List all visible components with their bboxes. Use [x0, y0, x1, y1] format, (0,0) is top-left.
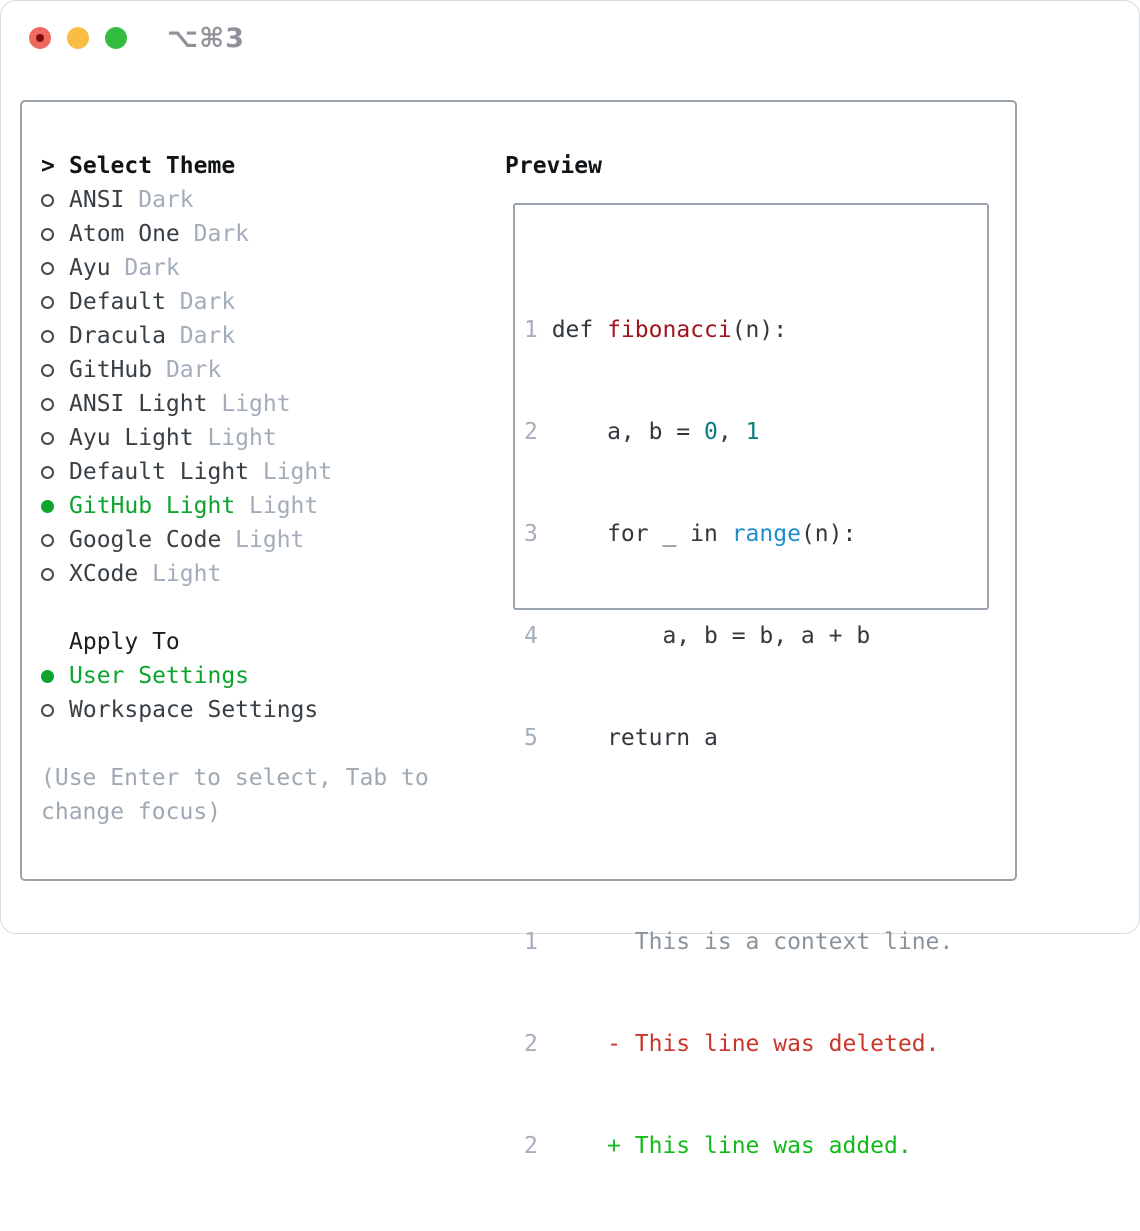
theme-picker-title: Select Theme	[69, 153, 236, 179]
theme-name: Ayu	[69, 255, 111, 281]
theme-name: ANSI Light	[69, 391, 208, 417]
theme-variant: Dark	[179, 323, 236, 349]
radio-icon	[41, 261, 69, 275]
radio-icon	[41, 227, 69, 241]
theme-name: ANSI	[69, 187, 125, 213]
theme-name: GitHub Light	[69, 493, 236, 519]
theme-variant: Light	[207, 425, 277, 451]
theme-name: Default	[69, 289, 166, 315]
apply-to-header: Apply To	[41, 625, 503, 659]
theme-option-github-dark[interactable]: GitHub Dark	[41, 353, 503, 387]
theme-name: XCode	[69, 561, 139, 587]
theme-variant: Dark	[179, 289, 236, 315]
theme-variant: Dark	[124, 255, 180, 281]
line-number: 2	[524, 419, 538, 445]
radio-icon	[41, 567, 69, 581]
diff-context-line: 1 This is a context line.	[524, 925, 987, 959]
builtin-token: range	[731, 521, 801, 547]
line-number: 1	[524, 929, 538, 955]
line-number: 1	[524, 317, 538, 343]
theme-variant: Dark	[165, 357, 222, 383]
theme-option-xcode[interactable]: XCode Light	[41, 557, 503, 591]
close-button-icon[interactable]	[29, 27, 51, 49]
apply-option-workspace-settings[interactable]: Workspace Settings	[41, 693, 503, 727]
theme-variant: Dark	[138, 187, 194, 213]
theme-option-ansi-light[interactable]: ANSI Light Light	[41, 387, 503, 421]
number-token: 0	[704, 419, 718, 445]
theme-option-dracula-dark[interactable]: Dracula Dark	[41, 319, 503, 353]
radio-icon	[41, 295, 69, 309]
theme-picker-header: > Select Theme	[41, 149, 503, 183]
theme-name: Dracula	[69, 323, 166, 349]
code-line: 4 a, b = b, a + b	[524, 619, 987, 653]
titlebar: ⌥⌘3	[1, 1, 1139, 75]
theme-name: Google Code	[69, 527, 222, 553]
theme-option-atom-one-dark[interactable]: Atom One Dark	[41, 217, 503, 251]
line-number: 4	[524, 623, 538, 649]
theme-variant: Dark	[193, 221, 250, 247]
theme-name: GitHub	[69, 357, 153, 383]
theme-variant: Light	[235, 527, 305, 553]
radio-icon	[41, 703, 69, 717]
apply-option-label: Workspace Settings	[69, 697, 319, 723]
traffic-lights	[29, 27, 127, 49]
radio-icon	[41, 465, 69, 479]
minimize-button-icon[interactable]	[67, 27, 89, 49]
apply-option-label: User Settings	[69, 663, 250, 689]
radio-icon	[41, 329, 69, 343]
theme-option-github-light[interactable]: GitHub Light Light	[41, 489, 503, 523]
code-line: 5 return a	[524, 721, 987, 755]
zoom-button-icon[interactable]	[105, 27, 127, 49]
theme-variant: Light	[221, 391, 291, 417]
line-number: 2	[524, 1031, 538, 1057]
number-token: 1	[745, 419, 760, 445]
theme-option-default-light[interactable]: Default Light Light	[41, 455, 503, 489]
theme-name: Atom One	[69, 221, 180, 247]
prompt-icon: >	[41, 153, 55, 179]
radio-selected-icon	[41, 499, 69, 513]
theme-option-default-dark[interactable]: Default Dark	[41, 285, 503, 319]
diff-deleted-line: 2 - This line was deleted.	[524, 1027, 987, 1061]
code-line: 2 a, b = 0, 1	[524, 415, 987, 449]
radio-icon	[41, 431, 69, 445]
blank-line	[524, 823, 987, 857]
theme-option-google-code[interactable]: Google Code Light	[41, 523, 503, 557]
theme-variant: Light	[262, 459, 333, 485]
theme-picker: > Select Theme ANSI Dark Atom One Dark A…	[41, 149, 503, 829]
theme-option-ansi-dark[interactable]: ANSI Dark	[41, 183, 503, 217]
apply-option-user-settings[interactable]: User Settings	[41, 659, 503, 693]
window-title: ⌥⌘3	[167, 23, 245, 54]
theme-name: Ayu Light	[69, 425, 194, 451]
line-number: 5	[524, 725, 538, 751]
radio-selected-icon	[41, 669, 69, 683]
diff-added-line: 2 + This line was added.	[524, 1129, 987, 1163]
theme-settings-panel: > Select Theme ANSI Dark Atom One Dark A…	[20, 100, 1017, 1159]
line-number: 2	[524, 1133, 538, 1159]
theme-variant: Light	[152, 561, 222, 587]
hint-text: (Use Enter to select, Tab to change focu…	[41, 765, 429, 825]
code-line: 3 for _ in range(n):	[524, 517, 987, 551]
radio-icon	[41, 363, 69, 377]
function-name-token: fibonacci	[607, 317, 732, 343]
preview-title: Preview	[505, 153, 602, 179]
theme-name: Default Light	[69, 459, 250, 485]
theme-option-ayu-light[interactable]: Ayu Light Light	[41, 421, 503, 455]
theme-variant: Light	[249, 493, 319, 519]
theme-option-ayu-dark[interactable]: Ayu Dark	[41, 251, 503, 285]
radio-icon	[41, 397, 69, 411]
app-window: ⌥⌘3 > Select Theme ANSI Dark Atom One Da…	[0, 0, 1140, 1159]
radio-icon	[41, 193, 69, 207]
line-number: 3	[524, 521, 538, 547]
radio-icon	[41, 533, 69, 547]
apply-to-title: Apply To	[69, 629, 180, 655]
